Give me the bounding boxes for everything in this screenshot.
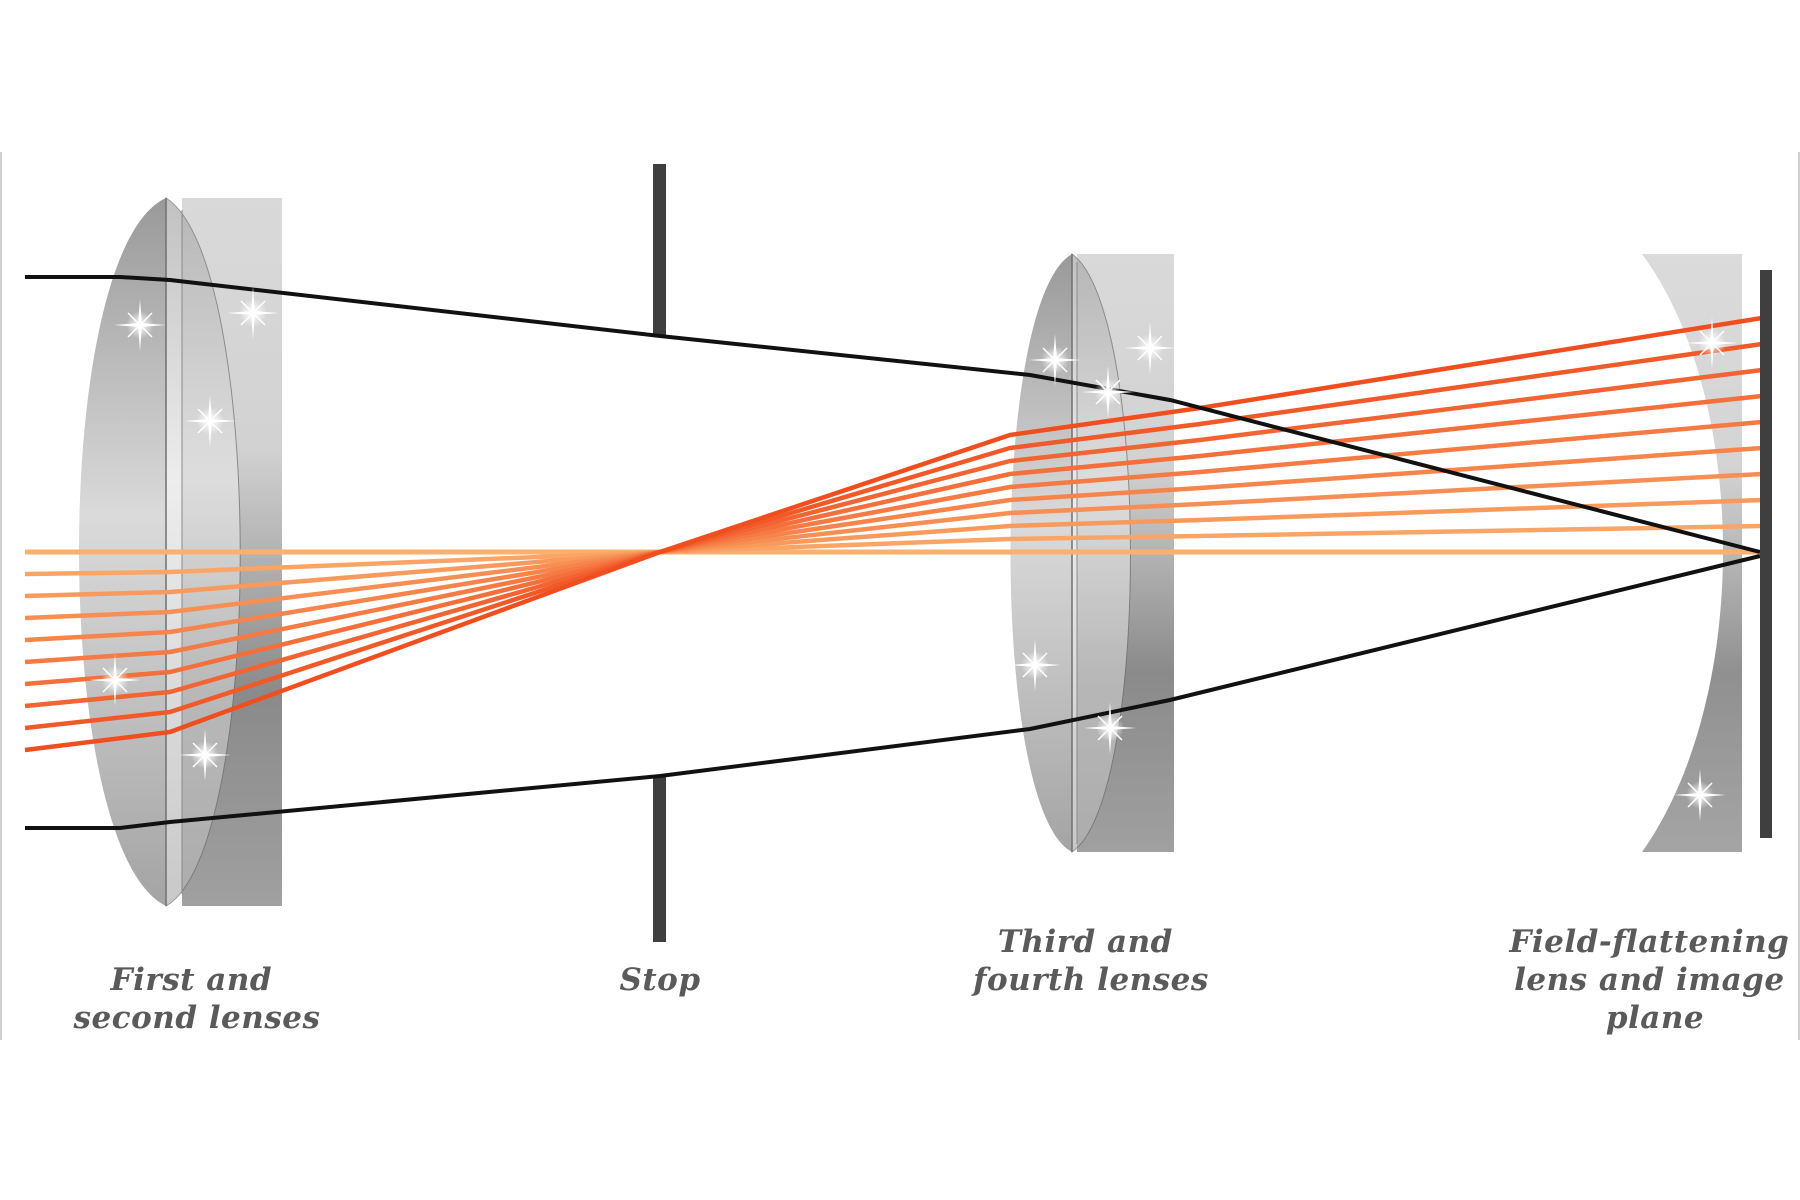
ray-8 <box>24 367 1763 709</box>
glint-8 <box>1082 366 1134 418</box>
ray-5 <box>24 445 1763 643</box>
ray-6 <box>24 419 1763 665</box>
glint-10 <box>1084 702 1136 754</box>
lens-glints <box>89 287 1738 821</box>
ray-3 <box>24 497 1763 599</box>
glint-3 <box>184 395 236 447</box>
image-plane <box>1760 270 1772 838</box>
glint-5 <box>179 729 231 781</box>
label-first-second-lenses: First and second lenses <box>73 962 321 1036</box>
label-field-flattening: Field-flattening lens and image plane <box>1508 924 1800 1036</box>
ray-10 <box>24 315 1763 753</box>
marginal-rays <box>25 275 1761 830</box>
label-stop: Stop <box>619 962 700 998</box>
marginal-ray-upper <box>25 275 1761 554</box>
marginal-ray-lower <box>25 554 1761 830</box>
glint-11 <box>1686 317 1738 369</box>
ray-7 <box>24 393 1763 687</box>
ray-4 <box>24 471 1763 621</box>
stop-upper-blade <box>653 164 666 336</box>
field-flattening-lens <box>1642 254 1742 852</box>
label-third-fourth-lenses: Third and fourth lenses <box>971 924 1209 998</box>
glint-6 <box>1029 334 1081 386</box>
glint-4 <box>89 654 141 706</box>
glint-7 <box>1124 322 1176 374</box>
marginal-ray-upper-tail <box>1599 511 1761 553</box>
glint-12 <box>1674 769 1726 821</box>
ray-bundle <box>24 315 1763 753</box>
stop-lower-blade <box>653 776 666 942</box>
ray-9 <box>24 341 1763 731</box>
ray-2 <box>24 523 1763 577</box>
glint-2 <box>227 287 279 339</box>
glint-1 <box>114 299 166 351</box>
glint-9 <box>1009 639 1061 691</box>
